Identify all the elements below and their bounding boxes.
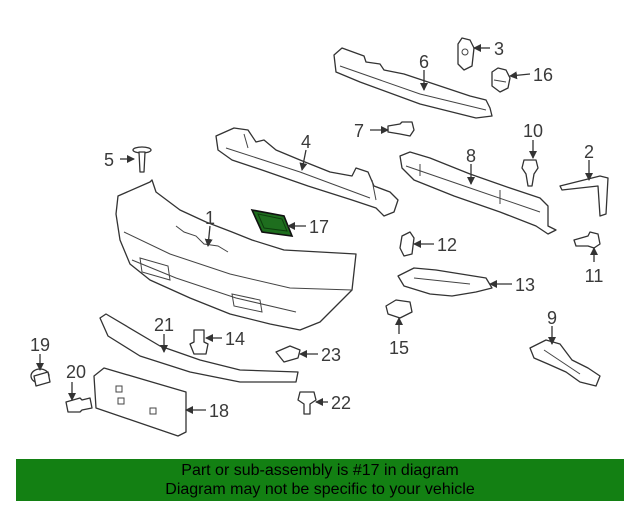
part-9-bracket [529, 339, 601, 387]
part-14-bolt [189, 329, 209, 355]
part-3-clip [457, 37, 475, 71]
callout-9: 9 [547, 308, 557, 328]
callout-7: 7 [354, 121, 364, 141]
part-20-screw [65, 397, 93, 413]
callout-6: 6 [419, 52, 429, 72]
callout-21: 21 [154, 315, 174, 335]
part-10-bolt [521, 159, 539, 187]
callout-23: 23 [321, 345, 341, 365]
callout-18: 18 [209, 401, 229, 421]
callout-labels: 1 2 3 4 5 6 7 8 9 10 11 12 13 14 15 16 1… [30, 39, 603, 421]
callout-17: 17 [309, 217, 329, 237]
part-6-upper-reinforcement [333, 47, 493, 119]
callout-22: 22 [331, 393, 351, 413]
part-19-push-clip [30, 368, 51, 387]
callout-12: 12 [437, 235, 457, 255]
callout-20: 20 [66, 362, 86, 382]
part-13-bracket [397, 267, 493, 297]
leader-lines [36, 44, 598, 414]
banner-line-part-number: Part or sub-assembly is #17 in diagram [181, 462, 459, 479]
part-16-retainer [491, 67, 511, 93]
part-22-bolt [297, 391, 317, 415]
callout-19: 19 [30, 335, 50, 355]
callout-10: 10 [523, 121, 543, 141]
callout-11: 11 [585, 266, 604, 286]
part-17-highlighted [250, 208, 294, 237]
part-1-bumper-cover [115, 179, 357, 331]
part-8-lower-absorber [399, 151, 557, 235]
callout-13: 13 [515, 275, 535, 295]
info-banner: Part or sub-assembly is #17 in diagram D… [16, 459, 624, 501]
part-15-nut [385, 299, 413, 319]
callout-3: 3 [494, 39, 504, 59]
part-18-license-bracket [93, 367, 187, 437]
part-21-lower-strip [99, 313, 299, 383]
part-12-retainer [399, 231, 415, 257]
banner-line-disclaimer: Diagram may not be specific to your vehi… [165, 481, 475, 498]
part-23-nut [275, 345, 301, 363]
part-4-absorber [215, 127, 399, 217]
callout-15: 15 [389, 338, 409, 358]
callout-14: 14 [225, 329, 245, 349]
callout-16: 16 [533, 65, 553, 85]
callout-8: 8 [466, 146, 476, 166]
part-2-bracket [559, 175, 609, 217]
part-5-push-pin [132, 146, 152, 173]
part-11-bolt [573, 231, 601, 249]
callout-1: 1 [205, 208, 215, 228]
callout-4: 4 [301, 132, 311, 152]
parts-diagram: 1 2 3 4 5 6 7 8 9 10 11 12 13 14 15 16 1… [30, 37, 609, 437]
part-7-bolt [387, 121, 415, 137]
callout-2: 2 [584, 142, 594, 162]
callout-5: 5 [104, 150, 114, 170]
